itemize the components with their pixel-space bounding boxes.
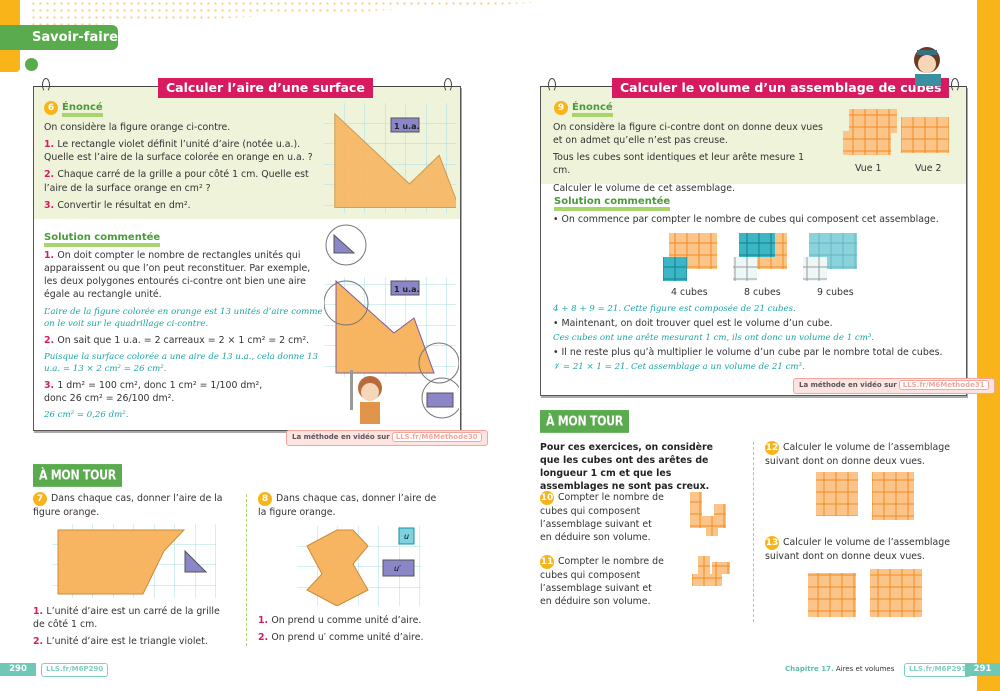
card-title: Calculer l’aire d’une surface xyxy=(158,78,373,98)
exercise-7-items: 1. L’unité d’aire est un carré de la gri… xyxy=(33,606,220,648)
cube-decomposition xyxy=(663,233,857,281)
count-label: 8 cubes xyxy=(744,287,781,298)
solution-3: 3. 1 dm² = 100 cm², donc 1 cm² = 1/100 d… xyxy=(44,379,263,405)
count-label: 4 cubes xyxy=(671,287,708,298)
exercise-number: 6 xyxy=(44,101,58,115)
exercise-11-figure xyxy=(692,556,730,586)
decor-bar-right xyxy=(977,0,1000,691)
decor-dot xyxy=(25,58,38,71)
divider xyxy=(753,442,754,622)
unit-label: 1 u.a. xyxy=(394,122,420,131)
handwritten-1: L’aire de la figure colorée en orange es… xyxy=(44,306,323,329)
intro: On considère la figure orange ci-contre. xyxy=(44,122,231,133)
mon-tour-heading: À MON TOUR xyxy=(540,410,629,434)
exercise-8-figure: u u′ xyxy=(297,526,421,606)
enonce-label: Énoncé xyxy=(62,102,103,117)
ring-icon xyxy=(548,78,556,92)
question-3: 3. Convertir le résultat en dm². xyxy=(44,199,191,211)
solution-heading: Solution commentée xyxy=(44,231,161,247)
exercise-13-figure xyxy=(808,569,922,617)
page-number: 291 xyxy=(965,663,1000,676)
count-label: 9 cubes xyxy=(817,287,854,298)
solution-text: 4 + 8 + 9 = 21. Cette figure est composé… xyxy=(553,304,943,373)
ring-icon xyxy=(951,78,959,92)
exercise-7-figure xyxy=(52,524,216,598)
enonce-text: On considère la figure orange ci-contre.… xyxy=(44,121,320,216)
enonce-heading: 6 Énoncé xyxy=(44,101,103,117)
ring-icon xyxy=(42,78,50,92)
question-1: 1. Le rectangle violet définit l’unité d… xyxy=(44,139,313,164)
page-link[interactable]: LLS.fr/M6P290 xyxy=(41,663,109,677)
mon-tour-heading: À MON TOUR xyxy=(33,464,122,488)
exercise-12-figure xyxy=(816,472,914,520)
method-card-area: 6 Énoncé On considère la figure orange ci… xyxy=(33,86,461,431)
enonce-label: Énoncé xyxy=(572,102,613,117)
area-figure: 1 u.a. xyxy=(324,103,456,213)
solution-text: 1. On doit compter le nombre de rectangl… xyxy=(44,249,324,425)
divider xyxy=(246,494,247,646)
method-card-volume: 9 Énoncé On considère la figure ci-contre… xyxy=(540,86,967,396)
unit-u-prime: u′ xyxy=(394,564,401,573)
solution-1: 1. On doit compter le nombre de rectangl… xyxy=(44,250,311,301)
view-1-label: Vue 1 xyxy=(855,163,882,174)
solution-2: 2. On sait que 1 u.a. = 2 carreaux = 2 ×… xyxy=(44,334,310,346)
exercise-number: 9 xyxy=(554,101,568,115)
ring-icon xyxy=(444,78,452,92)
card-title: Calculer le volume d’un assemblage de cu… xyxy=(612,78,950,98)
page-number: 290 xyxy=(0,663,36,676)
bullet-1: • On commence par compter le nombre de c… xyxy=(553,214,939,225)
cube-views xyxy=(843,109,949,155)
question-2: 2. Chaque carré de la grille a pour côté… xyxy=(44,169,309,194)
decorative-dots xyxy=(30,0,590,28)
page-link[interactable]: LLS.fr/M6P291 xyxy=(904,663,972,677)
unit-u: u xyxy=(404,532,409,541)
exercises-intro: Pour ces exercices, on considère que les… xyxy=(540,442,714,493)
solution-figure: 1 u.a. xyxy=(324,224,459,419)
enonce-text: On considère la figure ci-contre dont on… xyxy=(553,122,823,194)
handwritten-2: Puisque la surface colorée a une aire de… xyxy=(44,351,318,374)
solution-heading: Solution commentée xyxy=(554,196,671,211)
chapter-label: Chapitre 17. Aires et volumes xyxy=(785,665,895,673)
character-illustration xyxy=(350,370,382,424)
section-tab: Savoir-faire xyxy=(0,25,118,50)
view-2-label: Vue 2 xyxy=(915,163,942,174)
handwritten-3: 26 cm² = 0,26 dm². xyxy=(44,410,129,421)
svg-text:1 u.a.: 1 u.a. xyxy=(394,285,420,294)
character-illustration xyxy=(914,47,941,86)
exercise-8-items: 1. On prend u comme unité d’aire. 2. On … xyxy=(258,615,424,644)
exercise-10-figure xyxy=(690,492,726,536)
